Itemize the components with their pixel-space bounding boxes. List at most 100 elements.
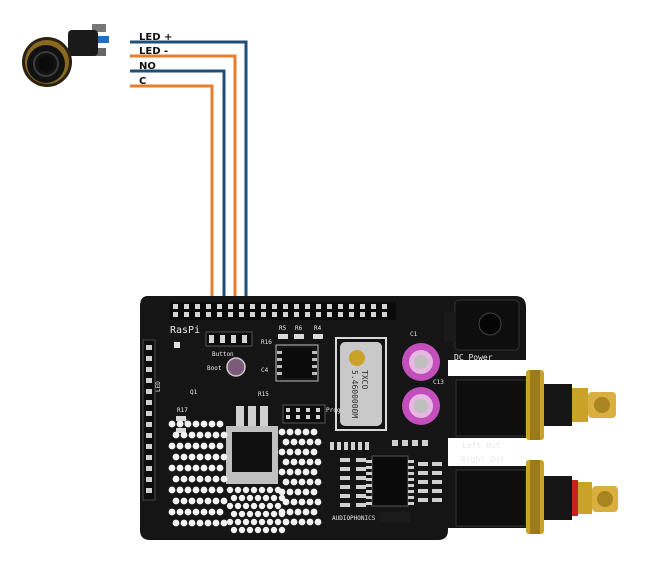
prog-pin [306, 415, 310, 419]
vent-hole [200, 486, 208, 494]
switch-center [38, 56, 54, 72]
header-pin [327, 304, 332, 309]
dip-chip-body [281, 348, 313, 378]
side-pin [146, 444, 152, 449]
prog-pin [296, 415, 300, 419]
brand-label: AUDIOPHONICS [332, 515, 376, 522]
vent-hole [208, 442, 216, 450]
smd-part [356, 476, 366, 480]
vent-hole [176, 486, 184, 494]
smd-part [356, 467, 366, 471]
dip-pin [277, 351, 282, 354]
vent-hole [278, 494, 286, 502]
header-pin [239, 304, 244, 309]
vent-hole [258, 502, 266, 510]
vent-hole [306, 458, 314, 466]
vent-hole [188, 519, 196, 527]
vent-hole [250, 518, 258, 526]
vent-hole [298, 518, 306, 526]
vent-hole [234, 502, 242, 510]
vent-hole [290, 518, 298, 526]
vent-hole [246, 526, 254, 534]
vent-hole [262, 526, 270, 534]
wire-no [130, 69, 226, 336]
vent-hole [270, 526, 278, 534]
smd-part [380, 512, 410, 522]
vent-hole [282, 458, 290, 466]
vent-hole [258, 486, 266, 494]
push-button-switch [22, 24, 109, 87]
vent-hole [226, 486, 234, 494]
wire-label-led-minus: LED - [139, 46, 168, 57]
vent-hole [200, 420, 208, 428]
ref-r6: R6 [295, 325, 303, 332]
vent-hole [278, 526, 286, 534]
vent-hole [220, 453, 228, 461]
dac-pin [366, 484, 372, 487]
header-pin [206, 312, 211, 317]
vent-hole [266, 486, 274, 494]
wire-label-led-plus: LED + [139, 32, 172, 43]
side-label: LED [155, 381, 162, 392]
vent-hole [290, 478, 298, 486]
vent-hole [204, 431, 212, 439]
smd-resistor [278, 334, 288, 339]
vent-hole [294, 488, 302, 496]
vent-hole [302, 488, 310, 496]
vent-hole [212, 453, 220, 461]
vent-hole [168, 420, 176, 428]
vent-hole [216, 486, 224, 494]
vent-hole [168, 486, 176, 494]
wire-led-plus [130, 40, 248, 336]
vent-hole [196, 431, 204, 439]
header-pin [228, 312, 233, 317]
vent-hole [242, 518, 250, 526]
vent-hole [310, 448, 318, 456]
prog-pin [306, 408, 310, 412]
header-pin [371, 312, 376, 317]
header-pin [316, 304, 321, 309]
vent-hole [204, 497, 212, 505]
vent-hole [208, 486, 216, 494]
vent-hole [314, 478, 322, 486]
header-pin [195, 304, 200, 309]
prog-pin [316, 415, 320, 419]
smd-part [402, 440, 408, 446]
header-pin [327, 312, 332, 317]
button-connector [205, 331, 253, 347]
right-out-label: Right Out [461, 455, 505, 464]
vent-hole [172, 453, 180, 461]
ref-c4: C4 [261, 367, 269, 374]
vent-hole [274, 518, 282, 526]
side-pin [146, 422, 152, 427]
left-out-label: Left Out [462, 441, 501, 450]
vent-hole [204, 519, 212, 527]
switch-terminal [92, 24, 106, 32]
vent-hole [274, 486, 282, 494]
vent-hole [196, 475, 204, 483]
button-pin [231, 335, 236, 343]
smd-part [432, 462, 442, 466]
ref-r4: R4 [314, 325, 322, 332]
vent-hole [192, 508, 200, 516]
ref-r17: R17 [177, 407, 188, 414]
header-pin [184, 304, 189, 309]
crystal-text-1: TXCO [360, 370, 369, 389]
smd-part [422, 440, 428, 446]
vent-hole [278, 468, 286, 476]
header-pin [272, 312, 277, 317]
vent-hole [196, 453, 204, 461]
smd-part [340, 503, 350, 507]
side-pin [146, 488, 152, 493]
vent-hole [306, 478, 314, 486]
vent-hole [254, 494, 262, 502]
vent-hole [238, 510, 246, 518]
smd-part [344, 442, 348, 450]
vent-hole [168, 442, 176, 450]
header-pin [173, 312, 178, 317]
smd-part [356, 503, 366, 507]
vent-hole [246, 510, 254, 518]
vent-hole [270, 494, 278, 502]
header-pin [239, 312, 244, 317]
smd-part [356, 458, 366, 462]
